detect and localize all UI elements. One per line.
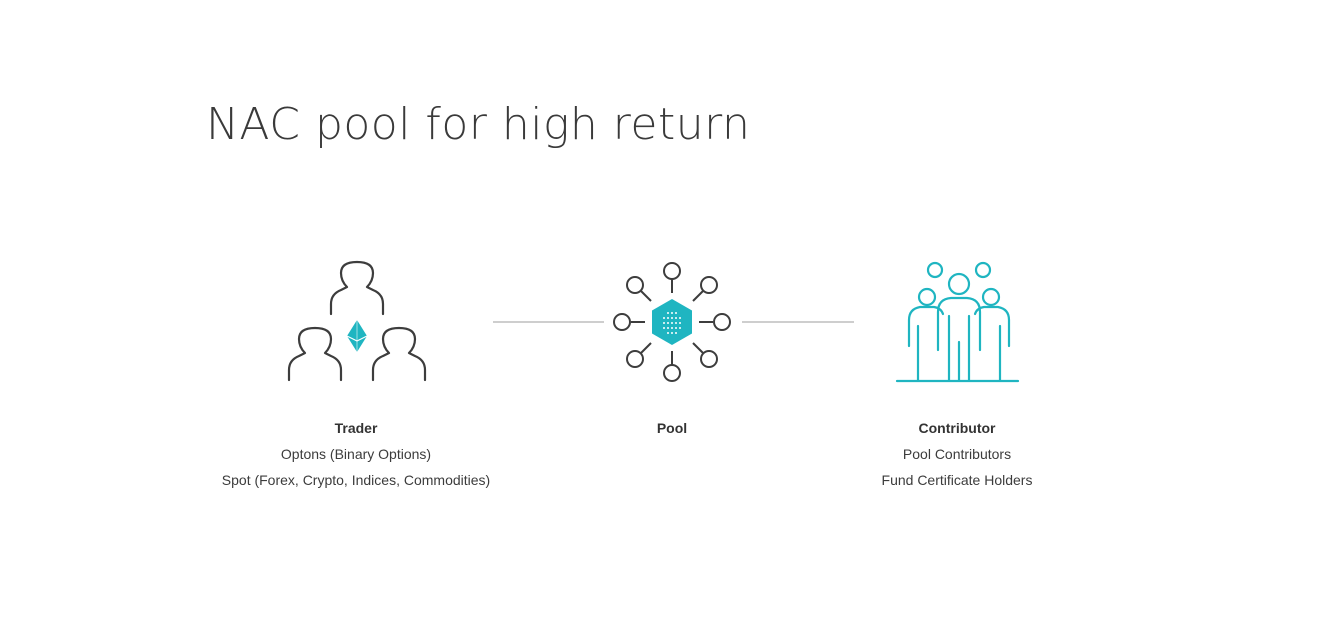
people-with-ethereum-icon (287, 260, 427, 382)
contributor-detail-pool: Pool Contributors (902, 446, 1012, 462)
trader-caption: Trader Optons (Binary Options) Spot (For… (176, 415, 536, 493)
page-title: NAC pool for high return (206, 99, 751, 150)
pool-caption: Pool (492, 415, 852, 441)
group-of-people-icon (895, 261, 1020, 383)
ethereum-icon (346, 320, 368, 352)
pool-label: Pool (656, 420, 688, 436)
hexagon-network-icon (613, 262, 731, 382)
contributor-caption: Contributor Pool Contributors Fund Certi… (777, 415, 1137, 493)
contributor-detail-fund: Fund Certificate Holders (881, 472, 1033, 488)
trader-detail-spot: Spot (Forex, Crypto, Indices, Commoditie… (221, 472, 491, 488)
trader-detail-options: Optons (Binary Options) (280, 446, 432, 462)
trader-label: Trader (334, 420, 378, 436)
contributor-label: Contributor (918, 420, 996, 436)
